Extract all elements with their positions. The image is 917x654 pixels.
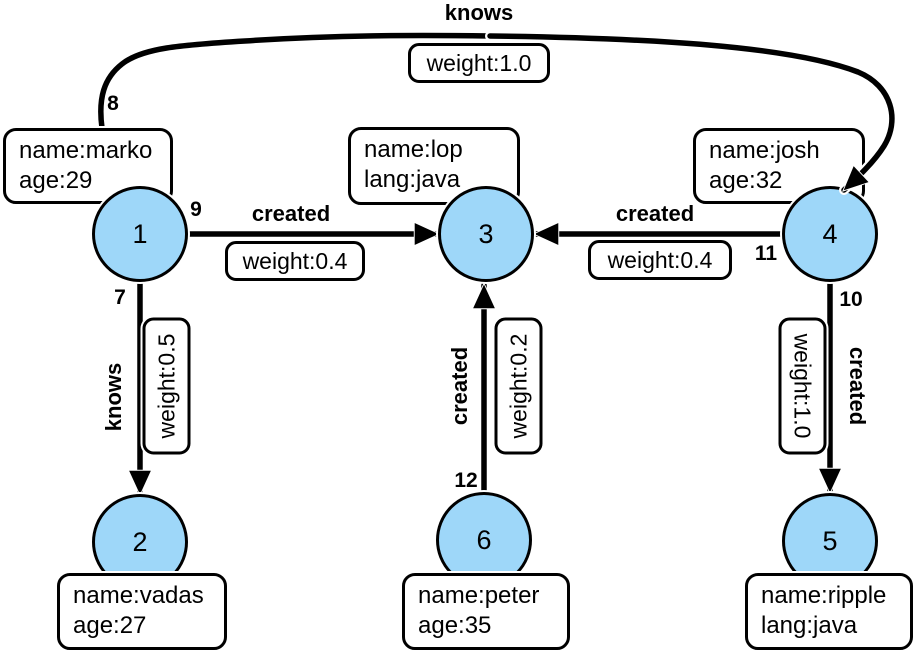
weight-label: weight:1.0: [426, 49, 532, 76]
property-line: name:josh: [709, 137, 820, 164]
node-2-id: 2: [132, 526, 148, 557]
node-3: 3: [438, 186, 534, 282]
edge-id-9: 9: [190, 198, 202, 221]
edge-label-created-1-3: created: [251, 201, 331, 226]
property-line: name:vadas: [73, 582, 204, 609]
edge-label-created-4-5: created: [845, 346, 870, 426]
node-4-id: 4: [822, 218, 838, 249]
property-line: age:35: [418, 612, 492, 639]
weight-box-knows-1-2: weight:0.5: [142, 317, 191, 455]
weight-box-created-1-3: weight:0.4: [225, 241, 365, 281]
node-4: 4: [782, 186, 878, 282]
weight-label: weight:0.4: [242, 247, 348, 274]
edge-id-12: 12: [454, 469, 478, 492]
weight-label: weight:0.5: [153, 333, 179, 439]
property-line: lang:java: [761, 612, 858, 639]
edge-id-11: 11: [754, 242, 778, 265]
node-5-id: 5: [822, 525, 838, 556]
property-box-peter: name:peter age:35: [402, 573, 570, 650]
edge-id-10: 10: [839, 288, 863, 311]
node-3-id: 3: [478, 218, 494, 249]
edge-label-created-6-3: created: [447, 346, 472, 426]
property-line: age:27: [73, 612, 147, 639]
property-line: name:ripple: [761, 582, 887, 609]
node-1-id: 1: [132, 218, 148, 249]
property-line: name:lop: [364, 136, 463, 163]
weight-box-knows-1-4: weight:1.0: [408, 43, 550, 83]
edge-id-7: 7: [114, 286, 126, 309]
weight-box-created-6-3: weight:0.2: [494, 317, 543, 455]
weight-box-created-4-3: weight:0.4: [588, 240, 732, 280]
node-6-id: 6: [476, 524, 492, 555]
weight-label: weight:1.0: [790, 333, 816, 439]
edge-label-created-4-3: created: [615, 201, 695, 226]
property-line: age:29: [19, 167, 93, 194]
edge-label-knows-1-2: knows: [101, 362, 126, 432]
edge-id-8: 8: [107, 92, 119, 115]
weight-box-created-4-5: weight:1.0: [778, 317, 827, 455]
property-line: name:peter: [418, 582, 540, 609]
property-line: name:marko: [19, 137, 153, 164]
property-box-vadas: name:vadas age:27: [57, 573, 227, 650]
property-box-ripple: name:ripple lang:java: [745, 573, 913, 650]
node-1: 1: [92, 186, 188, 282]
edge-label-knows-1-4: knows: [444, 0, 514, 25]
weight-label: weight:0.4: [607, 246, 713, 273]
weight-label: weight:0.2: [505, 333, 531, 439]
